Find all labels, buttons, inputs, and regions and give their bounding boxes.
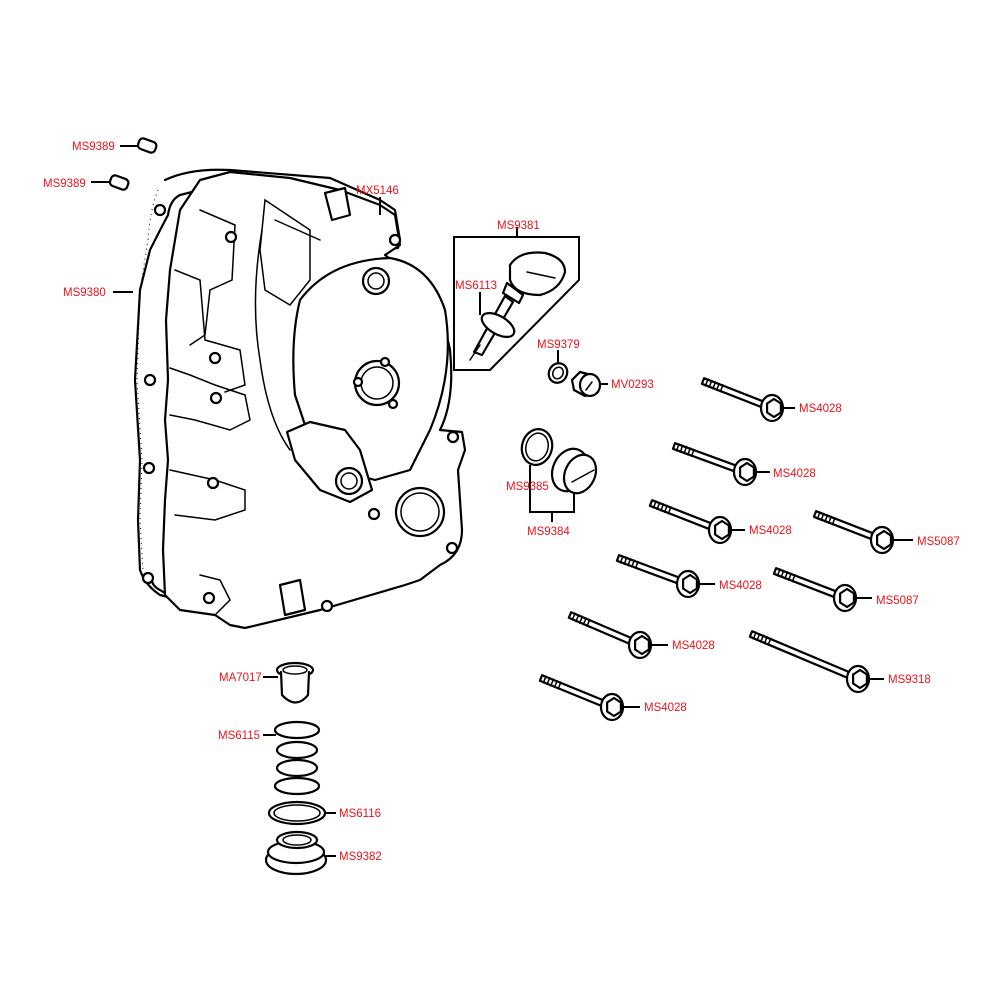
callout-ms9380[interactable]: MS9380: [63, 287, 106, 299]
spring-drawing[interactable]: [273, 720, 321, 796]
dowel-pin-2[interactable]: [108, 174, 130, 191]
callout-ms4028-6[interactable]: MS4028: [644, 702, 687, 714]
callout-ma7017[interactable]: MA7017: [219, 672, 262, 684]
callout-mx5146[interactable]: MX5146: [356, 185, 399, 197]
part-labels: MS9389 MS9389 MS9380 MX5146 MS9381 MS611…: [43, 141, 960, 863]
case-cover-drawing: [161, 170, 467, 630]
bolt-drawing-6[interactable]: [772, 567, 872, 613]
bolt-drawing-1[interactable]: [700, 377, 795, 423]
callout-ms9379[interactable]: MS9379: [537, 339, 580, 351]
callout-ms4028-1[interactable]: MS4028: [799, 403, 842, 415]
bolt-drawing-2[interactable]: [671, 442, 770, 487]
o-ring-ms9379-drawing[interactable]: [545, 360, 571, 386]
callout-ms5087-1[interactable]: MS5087: [917, 536, 960, 548]
callout-ms6113[interactable]: MS6113: [455, 280, 497, 292]
oil-strainer-drawing[interactable]: [275, 661, 315, 704]
bolt-drawing-9[interactable]: [538, 674, 640, 722]
callout-ms4028-3[interactable]: MS4028: [749, 525, 792, 537]
callout-ms6115[interactable]: MS6115: [218, 730, 260, 742]
bolt-drawing-5[interactable]: [615, 554, 715, 599]
callout-ms9385[interactable]: MS9385: [506, 481, 549, 493]
dipstick-assembly-drawing[interactable]: [453, 227, 580, 371]
inspection-plug-drawing[interactable]: [545, 443, 602, 499]
callout-ms5087-2[interactable]: MS5087: [876, 595, 919, 607]
filler-plug-drawing[interactable]: [570, 370, 602, 398]
o-ring-ms6116-drawing[interactable]: [267, 800, 327, 826]
callout-ms9389-2[interactable]: MS9389: [43, 178, 86, 190]
callout-ms9381[interactable]: MS9381: [497, 220, 540, 232]
drain-plug-drawing[interactable]: [264, 830, 328, 876]
o-ring-ms9385-drawing[interactable]: [518, 426, 556, 469]
callout-ms6116[interactable]: MS6116: [339, 808, 381, 820]
callout-ms9318[interactable]: MS9318: [888, 674, 931, 686]
dowel-pin-1[interactable]: [136, 137, 158, 154]
bolt-drawing-7[interactable]: [567, 611, 668, 660]
callout-ms9384[interactable]: MS9384: [527, 526, 570, 538]
callout-ms4028-5[interactable]: MS4028: [672, 640, 715, 652]
bolt-drawing-8[interactable]: [748, 630, 884, 694]
callout-ms4028-4[interactable]: MS4028: [719, 580, 762, 592]
bolt-drawing-4[interactable]: [812, 510, 913, 555]
callout-ms4028-2[interactable]: MS4028: [773, 468, 816, 480]
bolt-drawing-3[interactable]: [648, 499, 745, 545]
callout-ms9389-1[interactable]: MS9389: [72, 141, 115, 153]
callout-mv0293[interactable]: MV0293: [611, 379, 654, 391]
leader-lines: [91, 145, 608, 857]
bolts-group: [538, 377, 913, 722]
callout-ms9382[interactable]: MS9382: [339, 851, 382, 863]
